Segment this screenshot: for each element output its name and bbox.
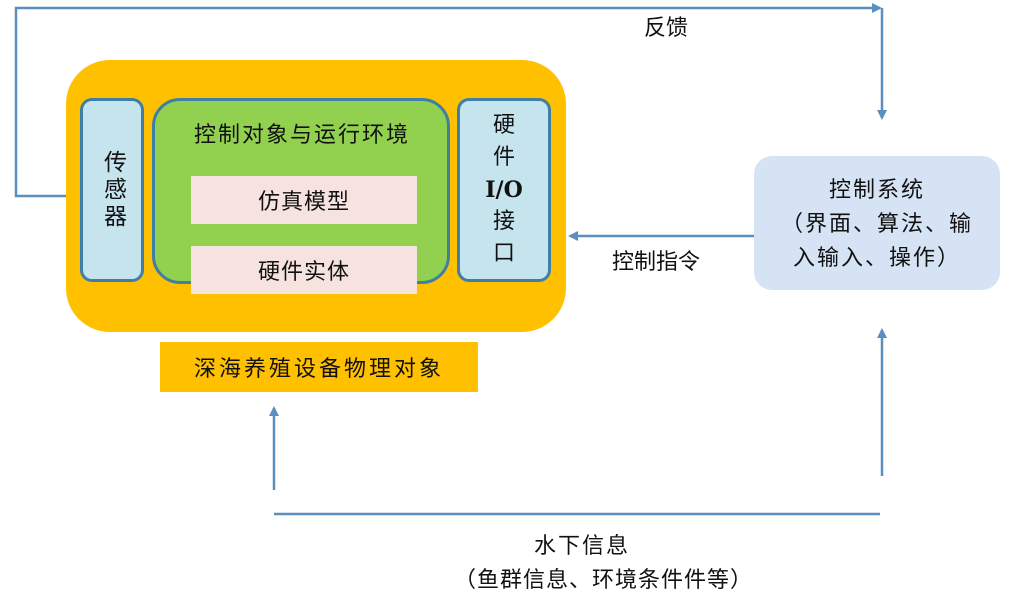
control-system-detail-2: 入输入、操作） — [792, 246, 961, 271]
feedback-label: 反馈 — [644, 16, 689, 41]
sensor-module: 传感器 — [80, 98, 144, 282]
env-title: 控制对象与运行环境 — [193, 123, 410, 148]
device-caption: 深海养殖设备物理对象 — [160, 342, 478, 392]
control-system-detail-1: （界面、算法、输 — [780, 212, 973, 237]
underwater-info-label: 水下信息 — [534, 534, 631, 559]
simulation-model-box: 仿真模型 — [191, 176, 417, 224]
underwater-info-detail: （鱼群信息、环境条件件等） — [454, 568, 754, 593]
control-command-label: 控制指令 — [612, 250, 701, 275]
hardware-entity-label: 硬件实体 — [257, 260, 350, 285]
io-char-4: 接 — [492, 209, 515, 234]
device-caption-text: 深海养殖设备物理对象 — [193, 357, 444, 382]
io-char-1: 硬 — [492, 113, 515, 138]
hardware-entity-box: 硬件实体 — [191, 246, 417, 294]
control-system-title: 控制系统 — [828, 178, 925, 203]
simulation-model-label: 仿真模型 — [257, 190, 350, 215]
io-char-2: 件 — [492, 145, 515, 170]
feedback-line — [14, 3, 882, 198]
io-char-5: 口 — [492, 241, 515, 266]
hardware-io-interface: 硬 件 I/O 接 口 — [457, 98, 551, 282]
control-system-box: 控制系统 （界面、算法、输 入输入、操作） — [754, 156, 1000, 290]
io-char-3: I/O — [485, 177, 523, 203]
sensor-label: 传感器 — [99, 149, 126, 231]
